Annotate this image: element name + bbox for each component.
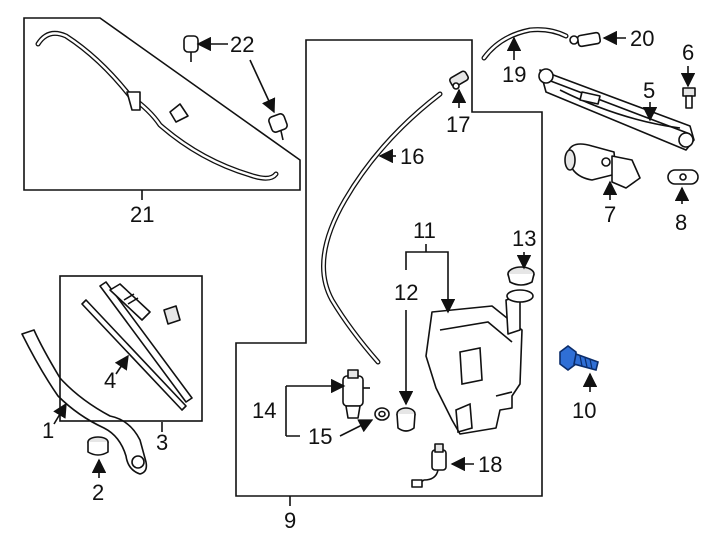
wiper-blade-frame — [59, 275, 203, 422]
callout-8: 8 — [675, 210, 687, 235]
wiper-linkage-icon — [538, 68, 695, 151]
callout-15: 15 — [308, 424, 332, 449]
hose-kit-clip-icon — [169, 103, 189, 123]
hose-kit-group — [23, 17, 301, 191]
callout-6: 6 — [682, 40, 694, 65]
callout-1: 1 — [42, 418, 54, 443]
callout-18: 18 — [478, 452, 502, 477]
wiper-cap-icon — [87, 436, 109, 456]
washer-hose — [321, 91, 443, 365]
wiper-adapter-icon — [163, 305, 181, 325]
callout-22: 22 — [230, 32, 254, 57]
washer-pump-icon — [342, 369, 370, 419]
washer-reservoir-icon — [425, 289, 534, 435]
washer-nozzle-lower-icon — [268, 113, 288, 141]
wiper-blade-insert-icon — [81, 299, 187, 411]
callout-4: 4 — [104, 368, 116, 393]
pump-seal-icon — [374, 407, 390, 421]
washer-system-frame — [235, 39, 543, 497]
callout-16: 16 — [400, 144, 424, 169]
callout-19: 19 — [502, 62, 526, 87]
callout-14: 14 — [252, 398, 276, 423]
pump-grommet-icon — [396, 407, 416, 432]
callout-17: 17 — [446, 112, 470, 137]
callout-9: 9 — [284, 508, 296, 533]
callout-10: 10 — [572, 398, 596, 423]
hose-connector-icon — [449, 70, 469, 90]
leader-lines — [53, 30, 696, 506]
callout-7: 7 — [604, 202, 616, 227]
washer-nozzle-upper-icon — [183, 35, 199, 62]
wiper-pivot-bolt-icon — [559, 345, 599, 371]
callout-13: 13 — [512, 226, 536, 251]
level-sensor-icon — [411, 443, 447, 488]
wiper-arm-icon — [21, 329, 148, 475]
wiper-blade-icon — [99, 281, 193, 403]
filler-cap-icon — [507, 266, 535, 286]
callout-2: 2 — [92, 480, 104, 505]
mounting-grommet-icon — [667, 169, 699, 185]
upper-washer-hose — [481, 27, 569, 61]
callout-20: 20 — [630, 26, 654, 51]
callout-11: 11 — [413, 218, 436, 243]
callout-12: 12 — [394, 280, 418, 305]
wiper-motor-icon — [564, 143, 641, 189]
linkage-bolt-icon — [682, 87, 696, 109]
callout-3: 3 — [156, 430, 168, 455]
callout-5: 5 — [643, 78, 655, 103]
hose-kit-tee-icon — [126, 91, 141, 111]
callout-21: 21 — [130, 202, 154, 227]
hose-kit-frame — [23, 17, 301, 191]
hose-clip-icon — [569, 31, 602, 48]
callout-labels: 1 2 3 4 5 6 7 8 9 10 11 12 13 14 15 16 1… — [42, 26, 694, 533]
